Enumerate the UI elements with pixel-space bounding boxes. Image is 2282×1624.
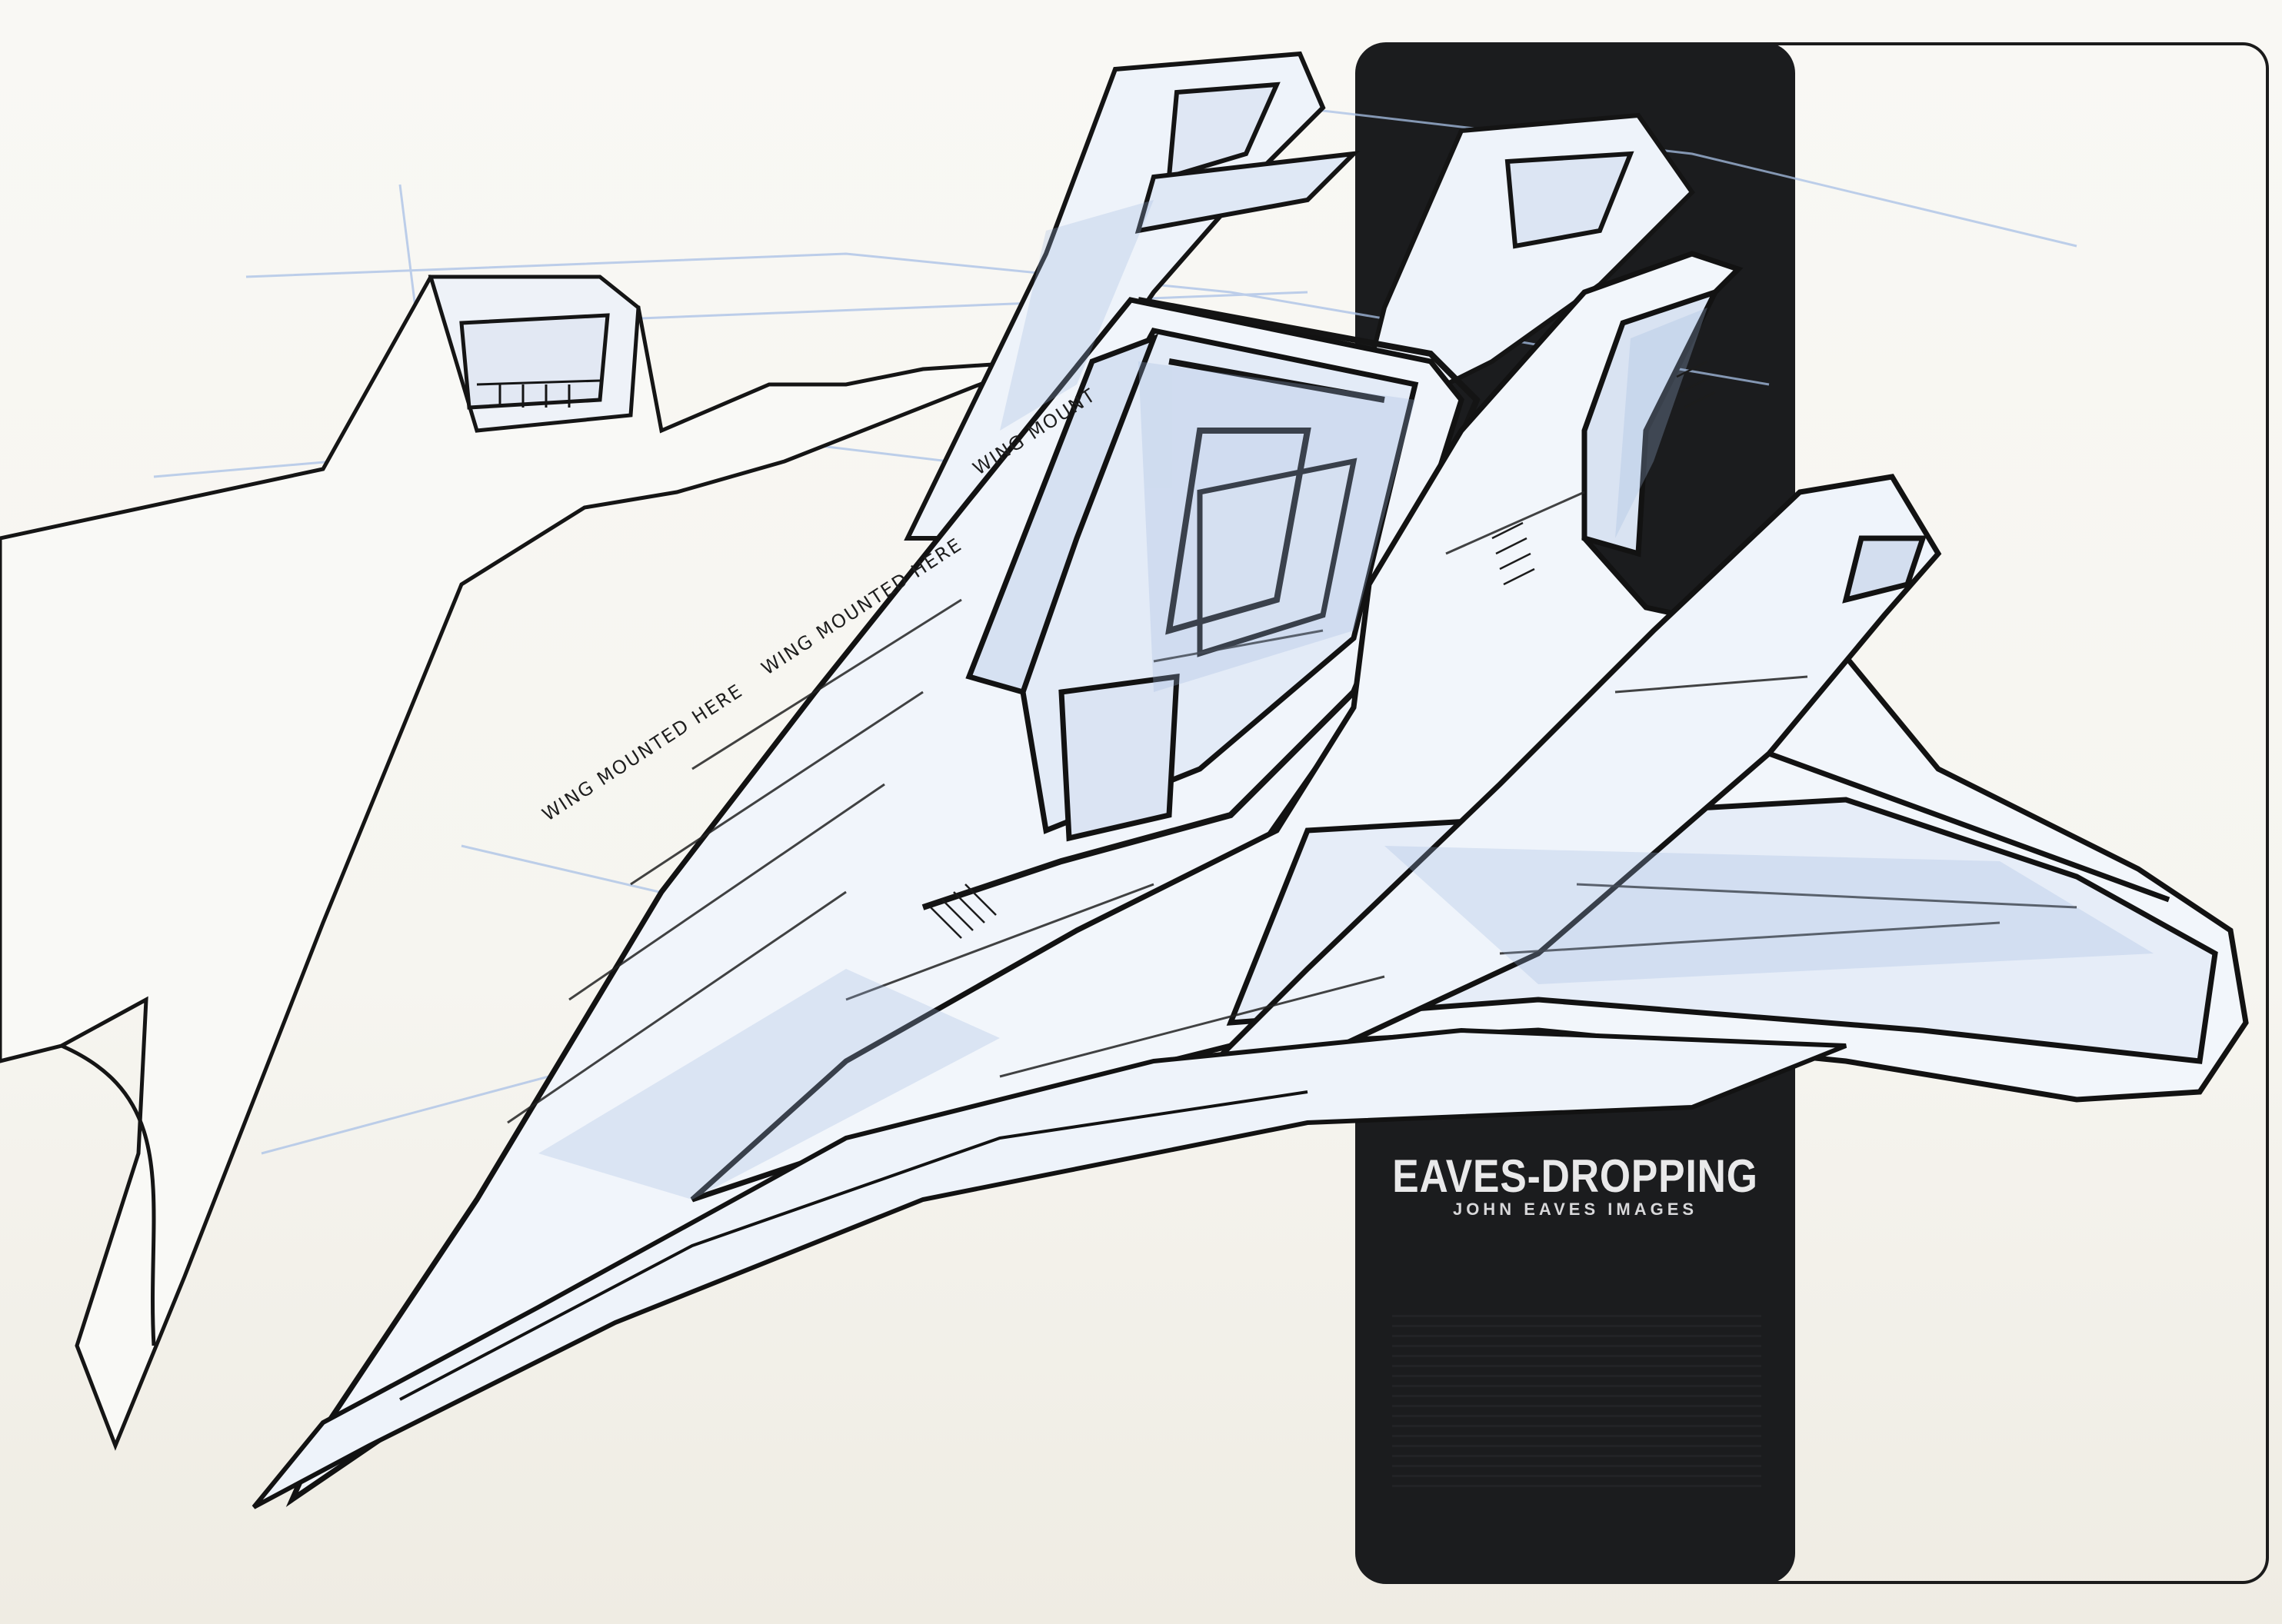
- panel-detail-lines: [507, 491, 2077, 1124]
- middle-nacelle: [1350, 112, 1695, 435]
- hatched-vents: [930, 360, 1716, 939]
- upper-nacelle: [904, 51, 1361, 541]
- page-frame-border: [1746, 42, 2269, 1584]
- artwork-subtitle: JOHN EAVES IMAGES: [1452, 1200, 1698, 1219]
- blue-marker-shading: [538, 200, 2154, 1200]
- title-block: EAVES-DROPPING JOHN EAVES IMAGES: [1355, 1150, 1795, 1220]
- artwork-title: EAVES-DROPPING: [1392, 1150, 1758, 1202]
- lower-right-nacelle: [1151, 474, 1942, 1126]
- intake-grille-left: [476, 379, 601, 408]
- panel-scanline-texture: [1392, 1307, 1761, 1492]
- lower-hull: [252, 1027, 1847, 1509]
